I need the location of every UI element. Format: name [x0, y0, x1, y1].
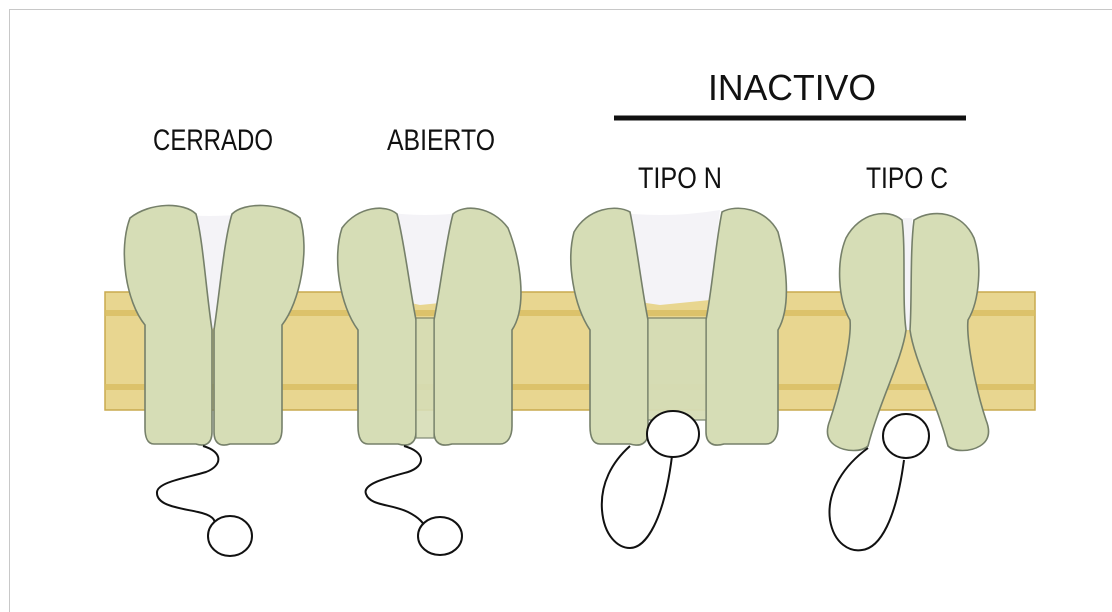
center-open: [416, 318, 434, 438]
label-type-c: TIPO C: [866, 162, 948, 195]
channel-n-type: [571, 208, 787, 548]
linker-n-type: [602, 446, 672, 548]
subunit-n-right: [706, 208, 786, 445]
linker-closed: [157, 446, 218, 524]
inactivation-ball-n-type: [647, 411, 699, 457]
center-n-type: [648, 318, 706, 420]
linker-c-type: [829, 448, 904, 550]
inactivation-ball-closed: [208, 516, 252, 556]
label-closed: CERRADO: [153, 124, 273, 157]
inactivation-ball-open: [418, 517, 462, 555]
channel-closed: [124, 205, 304, 556]
channel-open: [338, 208, 521, 555]
linker-open: [366, 446, 424, 526]
label-inactive: INACTIVO: [708, 67, 876, 108]
label-type-n: TIPO N: [638, 162, 722, 195]
label-open: ABIERTO: [387, 124, 495, 157]
inactivation-ball-c-type: [883, 414, 929, 458]
subunit-open-right: [434, 208, 521, 445]
